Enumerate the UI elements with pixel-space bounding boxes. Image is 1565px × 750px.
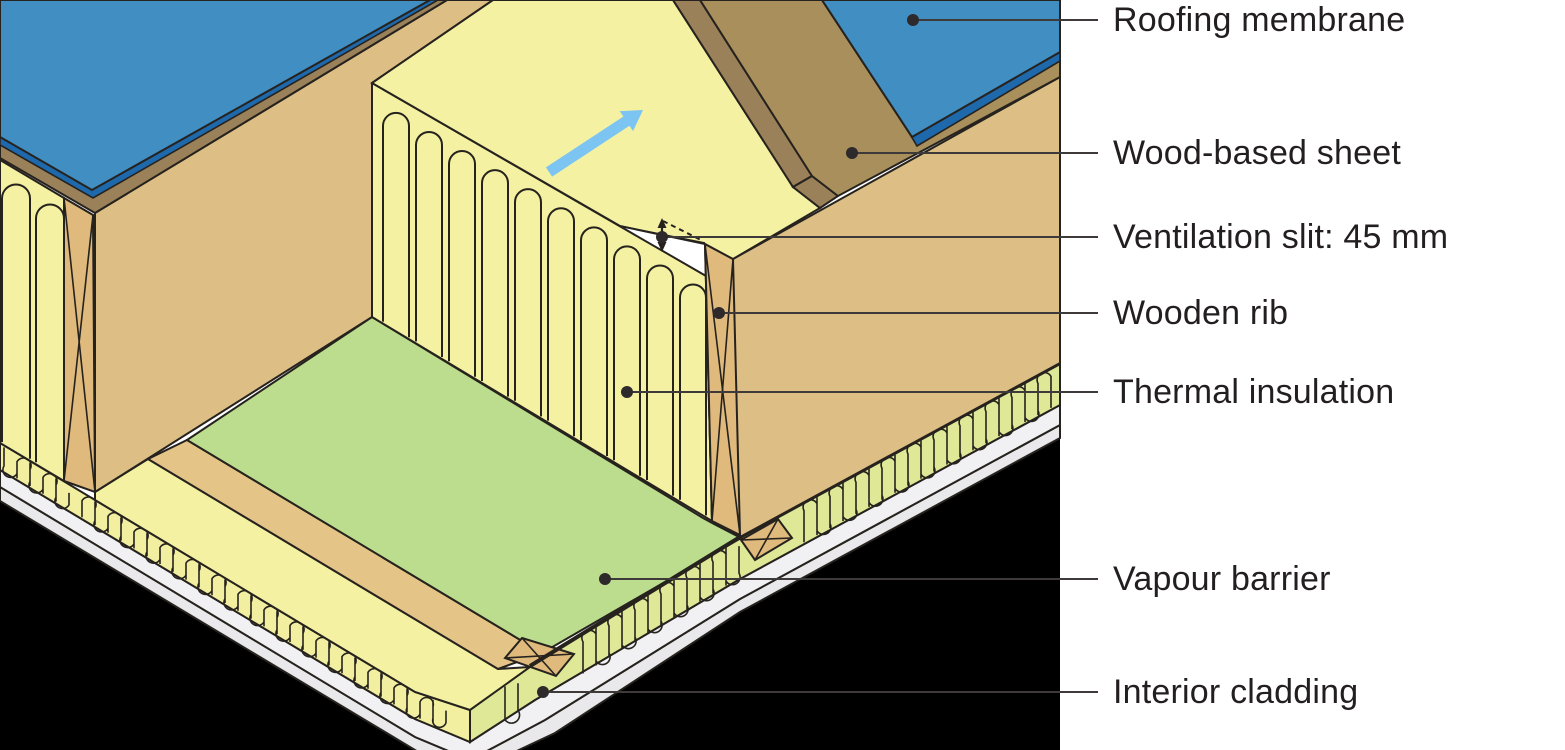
- roofing-membrane-right: [820, 0, 1061, 139]
- interior-cladding-layer-outer: [0, 423, 1061, 750]
- airflow-arrow-icon: [545, 110, 643, 177]
- insulation-stripe-pattern: [382, 111, 707, 516]
- leader-dot-wooden-rib: [713, 307, 725, 319]
- leader-dot-wood-based-sheet: [846, 147, 858, 159]
- diagram-label-ventilation-slit: Ventilation slit: 45 mm: [1113, 218, 1449, 256]
- diagram-label-interior-cladding: Interior cladding: [1113, 673, 1359, 711]
- left-panel-rib: [63, 196, 97, 494]
- leader-lines: [537, 14, 1098, 698]
- diagram-label-thermal-insulation: Thermal insulation: [1113, 373, 1395, 411]
- left-panel-insulation-face: [0, 158, 65, 483]
- leader-dot-interior-cladding: [537, 686, 549, 698]
- diagram-label-wooden-rib: Wooden rib: [1113, 294, 1289, 332]
- leader-dot-vapour-barrier: [599, 573, 611, 585]
- leader-dot-ventilation-slit: [656, 231, 668, 243]
- edge-rib-piece-right: [739, 517, 794, 562]
- leader-dot-roofing-membrane: [907, 14, 919, 26]
- diagram-label-wood-based-sheet: Wood-based sheet: [1113, 134, 1401, 172]
- diagram-label-vapour-barrier: Vapour barrier: [1113, 560, 1331, 598]
- void-below-right: [470, 438, 1060, 750]
- diagram-label-roofing-membrane: Roofing membrane: [1113, 1, 1406, 39]
- leader-dot-thermal-insulation: [621, 386, 633, 398]
- roofing-membrane-left: [0, 0, 433, 192]
